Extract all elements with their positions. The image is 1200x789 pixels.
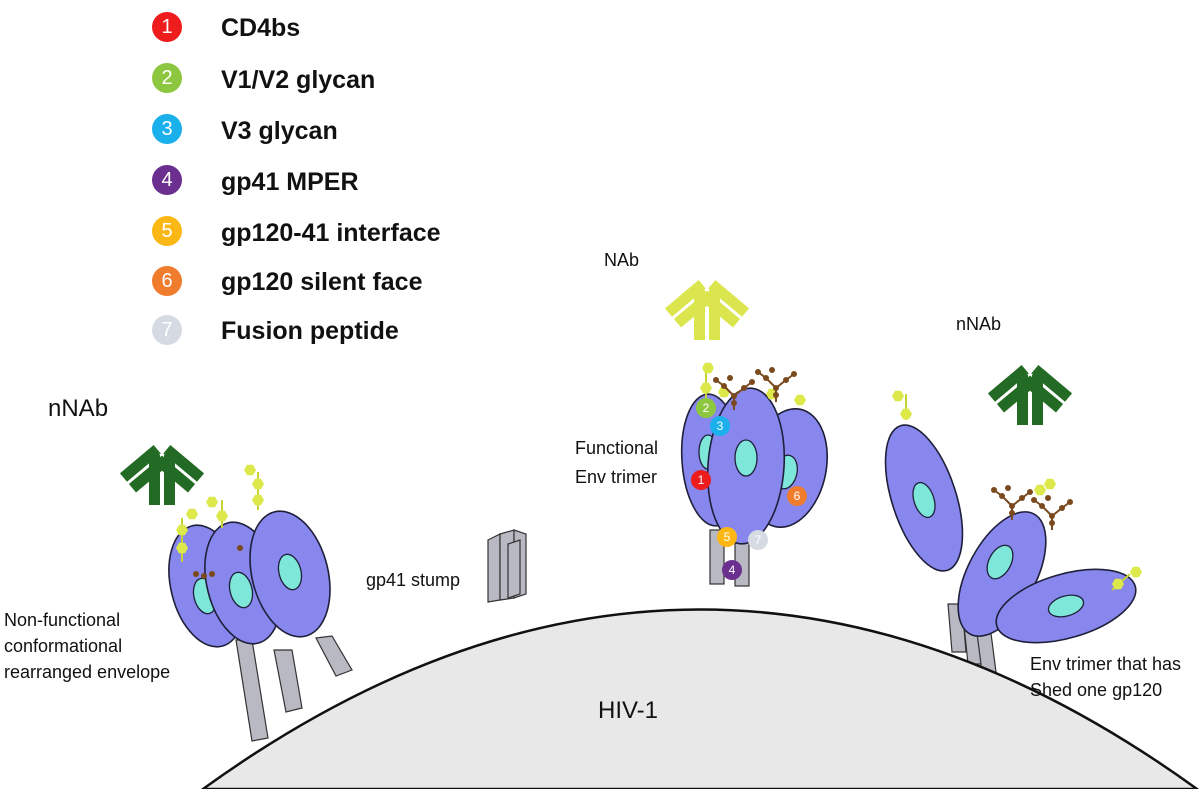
legend-label-5: gp120-41 interface xyxy=(221,219,441,247)
legend-item-2: 2 V1/V2 glycan xyxy=(152,63,375,94)
nnab-left-label: nNAb xyxy=(48,395,108,422)
virus-label: HIV-1 xyxy=(598,697,658,724)
gp41-stump-front xyxy=(507,539,521,599)
site-4-number: 4 xyxy=(729,563,736,577)
core-functional-center xyxy=(734,439,758,477)
legend-marker-3 xyxy=(152,114,182,144)
legend-item-3: 3 V3 glycan xyxy=(152,114,338,145)
stalk-left-1 xyxy=(235,639,269,742)
legend-label-1: CD4bs xyxy=(221,14,300,42)
site-4-mper xyxy=(722,560,742,580)
site-7-fusion-peptide xyxy=(748,530,768,550)
core-shed-free xyxy=(912,481,936,519)
nonfunctional-label-line3: rearranged envelope xyxy=(4,662,170,682)
legend-label-2: V1/V2 glycan xyxy=(221,66,375,94)
legend-marker-6 xyxy=(152,266,182,296)
glycan-shed-4 xyxy=(1044,478,1056,490)
nnab-antibody-left xyxy=(119,445,205,505)
functional-label-line2: Env trimer xyxy=(575,467,657,487)
core-left-2 xyxy=(228,571,254,609)
site-7-number: 7 xyxy=(755,533,762,547)
nab-antibody xyxy=(664,280,750,340)
glycan-functional-1 xyxy=(700,382,712,394)
glycan-left-7 xyxy=(252,478,264,490)
glycan-left-6 xyxy=(252,494,264,506)
legend-marker-7 xyxy=(152,315,182,345)
legend-number-6: 6 xyxy=(161,270,172,292)
legend-item-5: 5 gp120-41 interface xyxy=(152,216,441,247)
site-5-interface xyxy=(717,527,737,547)
legend-number-7: 7 xyxy=(161,319,172,341)
legend-number-3: 3 xyxy=(161,118,172,140)
functional-env-trimer: 1 2 3 4 5 6 7 xyxy=(680,362,829,580)
gp41-stump-left xyxy=(487,533,501,603)
nonfunctional-label-line1: Non-functional xyxy=(4,610,120,630)
legend-number-5: 5 xyxy=(161,220,172,242)
nab-label: NAb xyxy=(604,250,639,270)
glycan-left-4 xyxy=(216,510,228,522)
glycan-shed-2 xyxy=(892,390,904,402)
legend-marker-5 xyxy=(152,216,182,246)
stalk-left-3 xyxy=(315,635,353,677)
legend-item-1: 1 CD4bs xyxy=(152,12,300,42)
stalk-left-2 xyxy=(273,649,303,713)
glycan-functional-5 xyxy=(794,394,806,406)
site-1-number: 1 xyxy=(698,473,705,487)
site-2-v1v2 xyxy=(696,398,716,418)
legend-marker-1 xyxy=(152,12,182,42)
core-shed-upright xyxy=(986,544,1014,580)
nnab-antibody-right xyxy=(987,365,1073,425)
legend-marker-4 xyxy=(152,165,182,195)
nnab-right-label: nNAb xyxy=(956,314,1001,334)
legend: 1 CD4bs 2 V1/V2 glycan 3 V3 glycan 4 gp4… xyxy=(152,12,441,345)
shed-label-line1: Env trimer that has xyxy=(1030,654,1181,674)
legend-item-6: 6 gp120 silent face xyxy=(152,266,423,296)
glycan-shed-6 xyxy=(1130,566,1142,578)
core-left-3 xyxy=(277,553,303,591)
gp41-stump xyxy=(487,529,527,603)
legend-label-3: V3 glycan xyxy=(221,117,338,145)
nonfunctional-label-line2: conformational xyxy=(4,636,122,656)
shed-env-trimer xyxy=(884,390,1142,644)
glycan-shed-3 xyxy=(1034,484,1046,496)
legend-number-4: 4 xyxy=(161,169,172,191)
hiv-1-membrane xyxy=(200,608,1200,789)
site-6-silent-face xyxy=(787,486,807,506)
glycan-left-5 xyxy=(206,496,218,508)
site-6-number: 6 xyxy=(794,489,801,503)
legend-number-2: 2 xyxy=(161,67,172,89)
nonfunctional-envelope xyxy=(168,464,331,648)
functional-label-line1: Functional xyxy=(575,438,658,458)
site-3-number: 3 xyxy=(717,419,724,433)
site-1-cd4bs xyxy=(691,470,711,490)
site-2-number: 2 xyxy=(703,401,710,415)
legend-item-7: 7 Fusion peptide xyxy=(152,315,399,345)
legend-item-4: 4 gp41 MPER xyxy=(152,165,359,196)
glycan-shed-1 xyxy=(900,408,912,420)
site-3-v3 xyxy=(710,416,730,436)
glycan-functional-2 xyxy=(702,362,714,374)
core-shed-tilted xyxy=(1047,594,1085,618)
shed-label-line2: Shed one gp120 xyxy=(1030,680,1162,700)
gp41-stump-label: gp41 stump xyxy=(366,570,460,590)
glycan-left-3 xyxy=(186,508,198,520)
site-5-number: 5 xyxy=(724,530,731,544)
legend-marker-2 xyxy=(152,63,182,93)
legend-number-1: 1 xyxy=(161,16,172,38)
legend-label-7: Fusion peptide xyxy=(221,317,399,345)
glycan-left-8 xyxy=(244,464,256,476)
legend-label-6: gp120 silent face xyxy=(221,268,423,296)
legend-label-4: gp41 MPER xyxy=(221,168,359,196)
